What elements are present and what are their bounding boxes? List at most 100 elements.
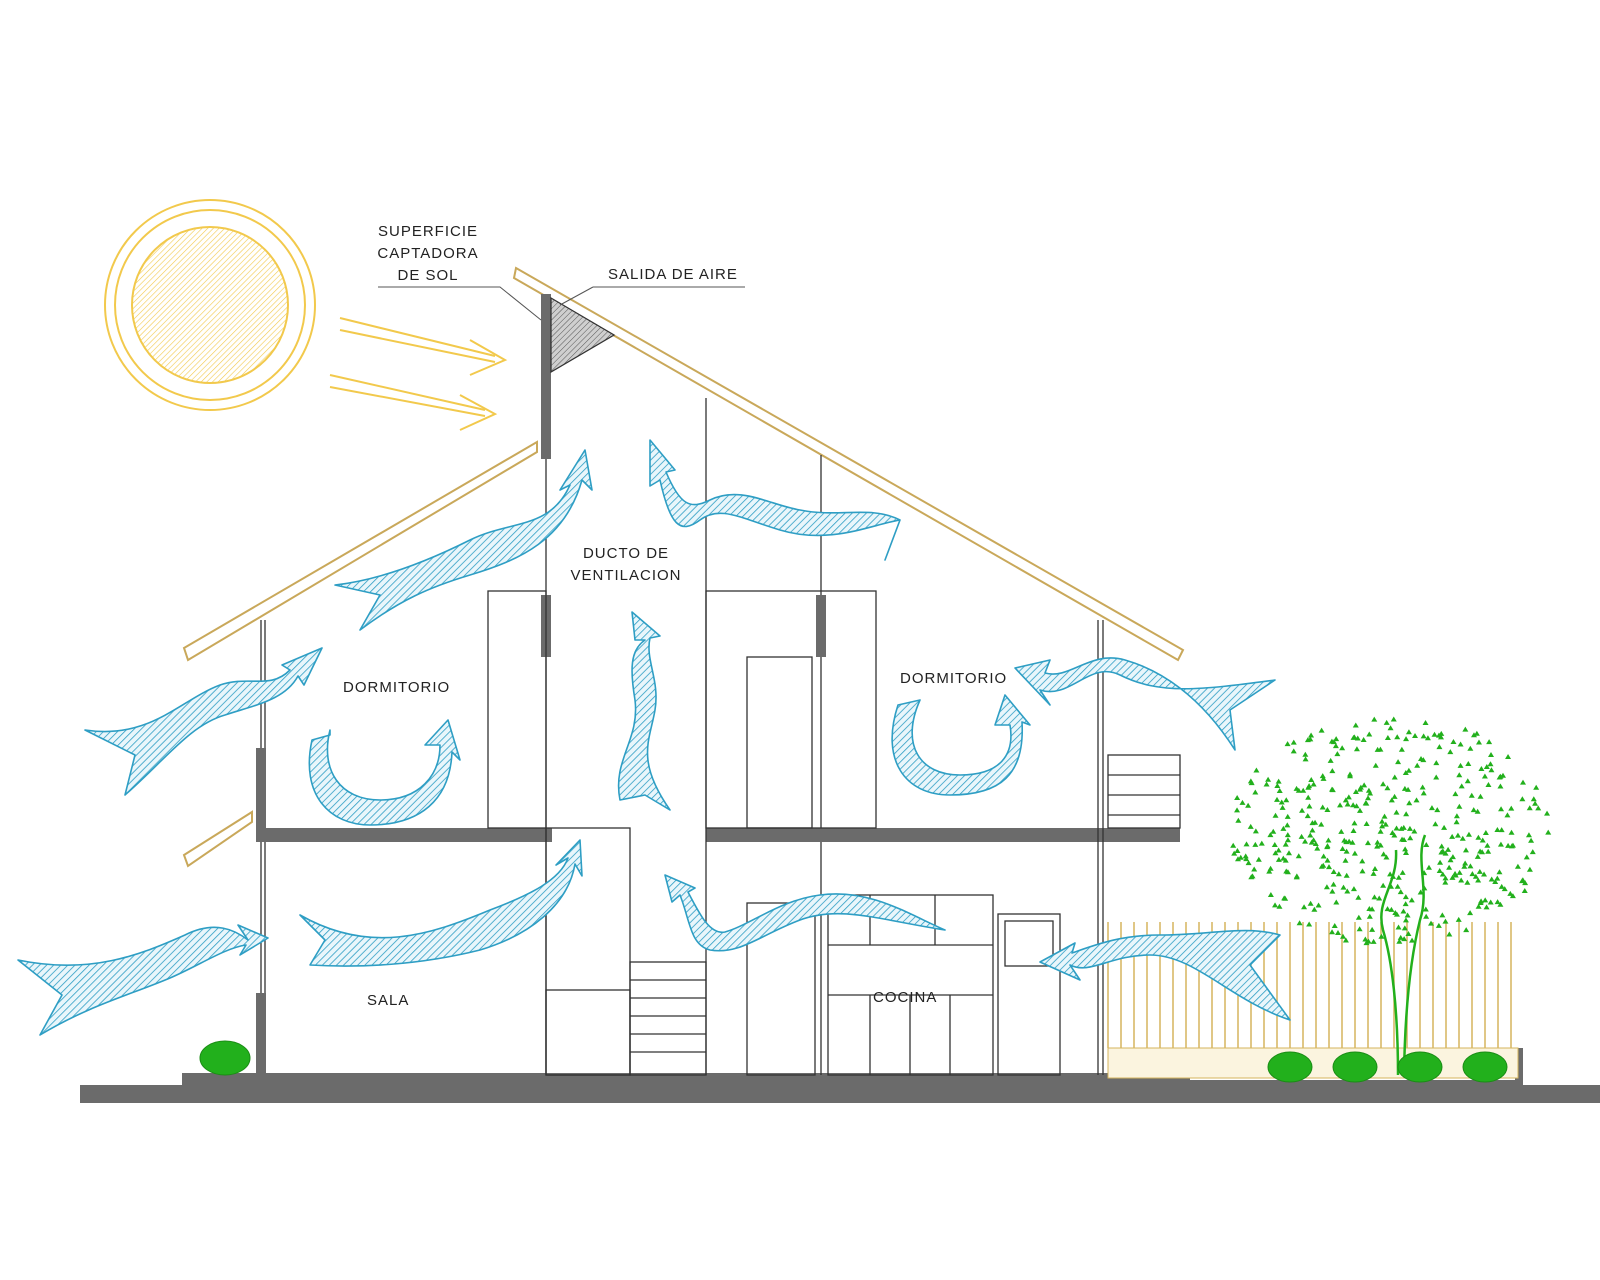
- tree-leaf: [1305, 784, 1312, 790]
- tree-leaf: [1401, 936, 1408, 942]
- tree-leaf: [1475, 903, 1482, 909]
- tree-leaf: [1487, 899, 1494, 905]
- tree-leaf: [1496, 869, 1503, 875]
- tree-leaf: [1324, 857, 1331, 863]
- airflow-arrow: [617, 611, 671, 811]
- tree-leaf: [1307, 900, 1314, 906]
- label-dormitorio-left: DORMITORIO: [343, 679, 450, 696]
- tree-leaf: [1356, 926, 1363, 932]
- sun-icon: [104, 199, 316, 411]
- tree-leaf: [1446, 864, 1453, 870]
- tree-leaf: [1271, 842, 1278, 848]
- label-sala: SALA: [367, 992, 409, 1009]
- tree-leaf: [1295, 853, 1302, 859]
- tree-leaf: [1424, 735, 1431, 741]
- tree-leaf: [1329, 768, 1336, 774]
- tree-leaf: [1372, 762, 1379, 768]
- tree-leaf: [1351, 820, 1358, 826]
- tree-leaf: [1467, 863, 1474, 869]
- tree-leaf: [1333, 736, 1340, 742]
- tree-leaf: [1329, 786, 1336, 792]
- tree-leaf: [1237, 854, 1244, 860]
- tree-leaf: [1374, 839, 1381, 845]
- tree-leaf: [1544, 810, 1551, 816]
- tree-leaf: [1393, 825, 1400, 831]
- tree-leaf: [1463, 927, 1470, 933]
- tree-leaf: [1301, 904, 1308, 910]
- tree-leaf: [1253, 767, 1260, 773]
- tree-leaf: [1318, 727, 1325, 733]
- label-captadora: CAPTADORA: [377, 245, 478, 262]
- tree-leaf: [1334, 751, 1341, 757]
- tree-leaf: [1474, 853, 1481, 859]
- roof: [182, 266, 1185, 868]
- tree-leaf: [1477, 793, 1484, 799]
- airflow-arrow: [308, 719, 461, 826]
- tree-leaf: [1432, 821, 1439, 827]
- tree-leaf: [1299, 807, 1306, 813]
- tree-leaf: [1245, 860, 1252, 866]
- tree-leaf: [1383, 854, 1390, 860]
- label-salida-aire: SALIDA DE AIRE: [608, 266, 738, 283]
- tree-leaf: [1398, 746, 1405, 752]
- tree-leaf: [1478, 766, 1485, 772]
- tree-leaf: [1402, 917, 1409, 923]
- tree-leaf: [1319, 773, 1326, 779]
- tree-leaf: [1302, 838, 1309, 844]
- tree-leaf: [1402, 846, 1409, 852]
- tree-leaf: [1349, 839, 1356, 845]
- tree-leaf: [1298, 833, 1305, 839]
- tree-leaf: [1436, 744, 1443, 750]
- tree-leaf: [1399, 869, 1406, 875]
- tree-leaf: [1439, 912, 1446, 918]
- tree-leaf: [1339, 745, 1346, 751]
- tree-leaf: [1508, 829, 1515, 835]
- label-ventilacion: VENTILACION: [570, 567, 681, 584]
- tree-leaf: [1362, 936, 1369, 942]
- tree-leaf: [1425, 864, 1432, 870]
- tree-leaf: [1462, 726, 1469, 732]
- tree-leaf: [1307, 832, 1314, 838]
- tree-leaf: [1272, 850, 1279, 856]
- tree-leaf: [1418, 756, 1425, 762]
- tree-leaf: [1530, 796, 1537, 802]
- tree-leaf: [1337, 802, 1344, 808]
- tree-leaf: [1252, 841, 1259, 847]
- tree-leaf: [1474, 808, 1481, 814]
- tree-leaf: [1469, 871, 1476, 877]
- tree-leaf: [1519, 796, 1526, 802]
- tree-leaf: [1308, 839, 1315, 845]
- tree-leaf: [1499, 772, 1506, 778]
- tree-leaf: [1280, 825, 1287, 831]
- tree-leaf: [1475, 834, 1482, 840]
- tree-leaf: [1305, 794, 1312, 800]
- tree-leaf: [1382, 821, 1389, 827]
- tree-leaf: [1384, 906, 1391, 912]
- tree-leaf: [1377, 746, 1384, 752]
- tree-leaf: [1409, 937, 1416, 943]
- tree-leaf: [1397, 934, 1404, 940]
- tree-leaf: [1388, 883, 1395, 889]
- tree-leaf: [1319, 804, 1326, 810]
- tree-leaf: [1308, 732, 1315, 738]
- tree-leaf: [1464, 778, 1471, 784]
- tree-leaf: [1438, 843, 1445, 849]
- tree-leaf: [1509, 842, 1516, 848]
- airflow-arrow: [649, 439, 901, 561]
- tree-leaf: [1293, 873, 1300, 879]
- tree-leaf: [1374, 843, 1381, 849]
- tree-leaf: [1370, 938, 1377, 944]
- tree-leaf: [1230, 842, 1237, 848]
- tree-leaf: [1369, 926, 1376, 932]
- tree-leaf: [1293, 785, 1300, 791]
- tree-leaf: [1458, 877, 1465, 883]
- tree-leaf: [1312, 819, 1319, 825]
- tree-leaf: [1442, 875, 1449, 881]
- tree-leaf: [1487, 761, 1494, 767]
- tree-leaf: [1545, 829, 1552, 835]
- tree-leaf: [1391, 832, 1398, 838]
- ground: [80, 1048, 1600, 1103]
- tree-leaf: [1434, 807, 1441, 813]
- tree-leaf: [1353, 746, 1360, 752]
- tree-leaf: [1526, 866, 1533, 872]
